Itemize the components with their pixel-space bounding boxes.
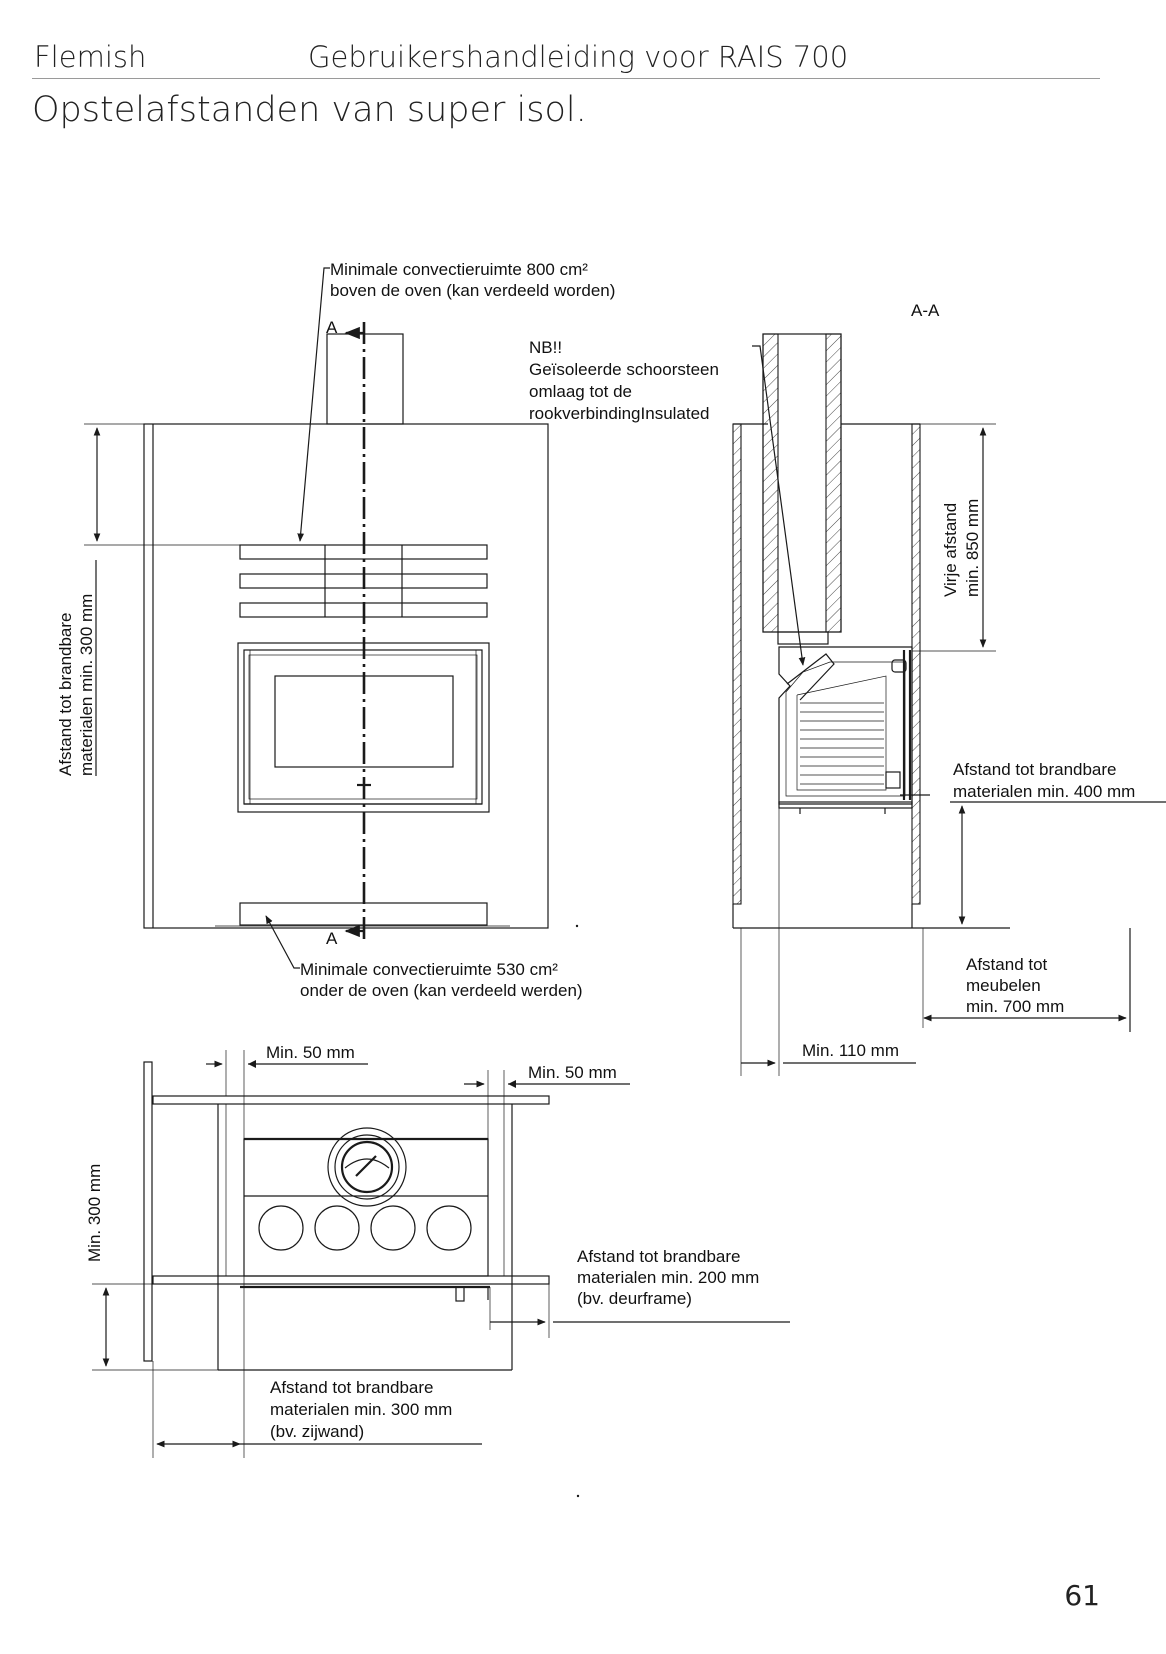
- header-manual-title: Gebruikershandleiding voor RAIS 700: [308, 40, 849, 74]
- door-frame-line2: materialen min. 200 mm: [577, 1268, 759, 1287]
- section-label: A-A: [911, 301, 940, 320]
- furniture-distance-line2: meubelen: [966, 976, 1041, 995]
- stove-section: [778, 646, 930, 814]
- convection-top-line2: boven de oven (kan verdeeld worden): [330, 281, 615, 300]
- air-hole-4: [426, 1205, 472, 1251]
- air-hole-3: [370, 1205, 416, 1251]
- side-wall: [143, 1061, 153, 1362]
- front-distance-line2: materialen min. 400 mm: [953, 782, 1135, 801]
- section-marker-bottom: A: [326, 929, 338, 948]
- top-frame: [152, 1095, 550, 1105]
- section-marker-top: A: [326, 318, 338, 337]
- min-300-label: Min. 300 mm: [85, 1164, 104, 1262]
- air-hole-2: [314, 1205, 360, 1251]
- page-title: Opstelafstanden van super isol.: [32, 90, 587, 130]
- bottom-frame: [152, 1275, 550, 1285]
- min-110-label: Min. 110 mm: [802, 1041, 899, 1060]
- top-view: Min. 50 mm Min. 50 mm Min. 300 mm Afstan…: [85, 1043, 790, 1498]
- stove-top: [240, 1127, 490, 1302]
- front-view: A A Minimale convectieruimte 800 cm² bov…: [56, 260, 615, 1000]
- min-50-right-label: Min. 50 mm: [528, 1063, 617, 1082]
- min-50-left-label: Min. 50 mm: [266, 1043, 355, 1062]
- page-number: 61: [1064, 1579, 1100, 1612]
- convection-top-line1: Minimale convectieruimte 800 cm²: [330, 260, 588, 279]
- flue-collar: [327, 1127, 407, 1207]
- left-distance-line1: Afstand tot brandbare: [56, 612, 75, 776]
- note-line3: omlaag tot de: [529, 382, 632, 401]
- side-wall-line2: materialen min. 300 mm: [270, 1400, 452, 1419]
- door-frame-line1: Afstand tot brandbare: [577, 1247, 741, 1266]
- header-rule: [32, 78, 1100, 79]
- note-line2: Geïsoleerde schoorsteen: [529, 360, 719, 379]
- furniture-distance-line3: min. 700 mm: [966, 997, 1064, 1016]
- side-wall-line3: (bv. zijwand): [270, 1422, 364, 1441]
- furniture-distance-line1: Afstand tot: [966, 955, 1048, 974]
- door-frame-line3: (bv. deurframe): [577, 1289, 692, 1308]
- header-language: Flemish: [34, 40, 147, 74]
- note-line1: NB!!: [529, 338, 562, 357]
- free-distance-line1: Virje afstand: [941, 503, 960, 597]
- note-line4: rookverbindingInsulated: [529, 404, 710, 423]
- air-hole-1: [258, 1205, 304, 1251]
- convection-bottom-line1: Minimale convectieruimte 530 cm²: [300, 960, 558, 979]
- free-distance-line2: min. 850 mm: [963, 499, 982, 597]
- convection-bottom-line2: onder de oven (kan verdeeld werden): [300, 981, 583, 1000]
- left-distance-line2: materialen min. 300 mm: [77, 594, 96, 776]
- side-wall-line1: Afstand tot brandbare: [270, 1378, 434, 1397]
- section-view: A-A: [529, 301, 1166, 1076]
- front-distance-line1: Afstand tot brandbare: [953, 760, 1117, 779]
